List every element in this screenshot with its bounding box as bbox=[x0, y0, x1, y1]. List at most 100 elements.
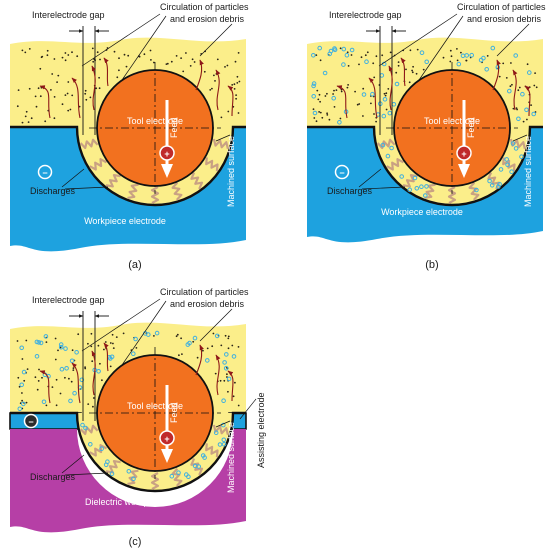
erosion-debris bbox=[362, 87, 365, 90]
erosion-debris bbox=[383, 92, 386, 95]
circulation-arrow bbox=[39, 85, 51, 119]
circulation-label: Circulation of particles bbox=[457, 2, 546, 12]
discharges-leader bbox=[361, 186, 406, 190]
erosion-debris bbox=[332, 93, 334, 95]
conductive-particle bbox=[41, 399, 47, 405]
erosion-debris bbox=[180, 337, 183, 340]
erosion-debris bbox=[456, 48, 458, 50]
erosion-debris bbox=[77, 333, 80, 336]
erosion-debris bbox=[502, 62, 505, 65]
erosion-debris bbox=[318, 93, 321, 96]
erosion-debris bbox=[397, 64, 400, 67]
circulation-arrow bbox=[227, 370, 234, 402]
conductive-particle bbox=[105, 459, 110, 464]
erosion-debris bbox=[354, 90, 356, 93]
erosion-debris bbox=[56, 81, 58, 83]
circulation-arrow bbox=[368, 77, 378, 119]
conductive-particle bbox=[205, 358, 210, 363]
circulation-leader bbox=[199, 23, 233, 57]
discharge-spark bbox=[150, 472, 160, 490]
circulation-arrow bbox=[524, 85, 531, 117]
conductive-particle bbox=[226, 376, 232, 382]
conductive-particle bbox=[21, 401, 26, 407]
discharges-leader bbox=[61, 454, 85, 474]
erosion-debris bbox=[498, 75, 501, 78]
conductive-particle bbox=[331, 95, 337, 101]
conductive-particle bbox=[509, 169, 514, 174]
erosion-debris bbox=[143, 53, 146, 56]
discharge-spark bbox=[402, 174, 418, 188]
erosion-debris bbox=[112, 347, 115, 349]
conductive-particle bbox=[88, 442, 93, 447]
erosion-debris bbox=[512, 107, 515, 110]
conductive-particle bbox=[412, 175, 418, 181]
erosion-debris bbox=[178, 354, 180, 357]
erosion-debris bbox=[227, 347, 230, 350]
machined-surface-label: Machined surface bbox=[523, 136, 533, 207]
erosion-debris bbox=[64, 52, 67, 54]
erosion-debris bbox=[50, 89, 52, 91]
circulation-arrow bbox=[215, 354, 221, 396]
conductive-particle bbox=[214, 333, 220, 339]
erosion-debris bbox=[416, 48, 419, 51]
erosion-debris bbox=[26, 368, 29, 370]
erosion-debris bbox=[35, 105, 38, 108]
interelectrode-gap-label: Interelectrode gap bbox=[32, 295, 105, 305]
discharge-spark bbox=[376, 138, 396, 150]
workpiece-body bbox=[10, 429, 246, 533]
erosion-debris bbox=[237, 404, 240, 407]
erosion-debris bbox=[319, 111, 322, 114]
circulation-label: and erosion debris bbox=[170, 14, 245, 24]
discharge-spark bbox=[212, 138, 229, 150]
conductive-particle bbox=[74, 350, 79, 355]
erosion-debris bbox=[16, 105, 19, 108]
discharge-spark bbox=[487, 172, 501, 190]
discharges-leader bbox=[64, 186, 109, 190]
erosion-debris bbox=[98, 76, 100, 79]
circulation-label: and erosion debris bbox=[467, 14, 542, 24]
erosion-debris bbox=[112, 342, 114, 345]
discharge-spark bbox=[150, 186, 160, 204]
erosion-debris bbox=[95, 87, 98, 90]
conductive-particle bbox=[489, 183, 495, 188]
conductive-particle bbox=[361, 92, 367, 97]
erosion-debris bbox=[206, 347, 209, 350]
conductive-particle bbox=[456, 61, 462, 67]
conductive-particle bbox=[520, 91, 525, 97]
erosion-debris bbox=[460, 51, 462, 54]
circulation-label: and erosion debris bbox=[170, 299, 245, 309]
negative-sign-icon bbox=[334, 164, 350, 180]
erosion-debris bbox=[219, 379, 222, 382]
erosion-debris bbox=[202, 349, 204, 352]
circulation-arrow bbox=[492, 59, 501, 91]
erosion-debris bbox=[44, 120, 47, 123]
discharge-spark bbox=[79, 424, 99, 436]
erosion-debris bbox=[319, 100, 321, 103]
erosion-debris bbox=[61, 103, 64, 106]
discharge-spark bbox=[105, 174, 121, 188]
erosion-debris bbox=[227, 337, 230, 340]
circulation-arrow bbox=[39, 370, 51, 404]
erosion-debris bbox=[360, 56, 363, 59]
erosion-debris bbox=[237, 346, 240, 348]
machined-surface-line bbox=[10, 125, 246, 207]
erosion-debris bbox=[234, 381, 236, 384]
erosion-debris bbox=[59, 346, 62, 349]
erosion-debris bbox=[176, 333, 179, 336]
erosion-debris bbox=[231, 84, 234, 86]
erosion-debris bbox=[109, 342, 112, 344]
erosion-debris bbox=[78, 105, 81, 108]
feed-label: Feed bbox=[466, 117, 476, 138]
conductive-particle bbox=[341, 62, 346, 67]
conductive-particle bbox=[109, 354, 115, 360]
workpiece-label: Dielectric workpiece bbox=[85, 497, 165, 507]
conductive-particle bbox=[496, 184, 501, 189]
feed-arrow-head bbox=[161, 164, 173, 178]
tool-polarity: + bbox=[461, 149, 466, 159]
erosion-debris bbox=[518, 86, 521, 89]
erosion-debris bbox=[339, 47, 342, 50]
interelectrode-gap-label: Interelectrode gap bbox=[329, 10, 402, 20]
erosion-debris bbox=[84, 366, 86, 369]
gap-dielectric bbox=[77, 413, 233, 491]
circulation-arrow bbox=[388, 65, 394, 111]
